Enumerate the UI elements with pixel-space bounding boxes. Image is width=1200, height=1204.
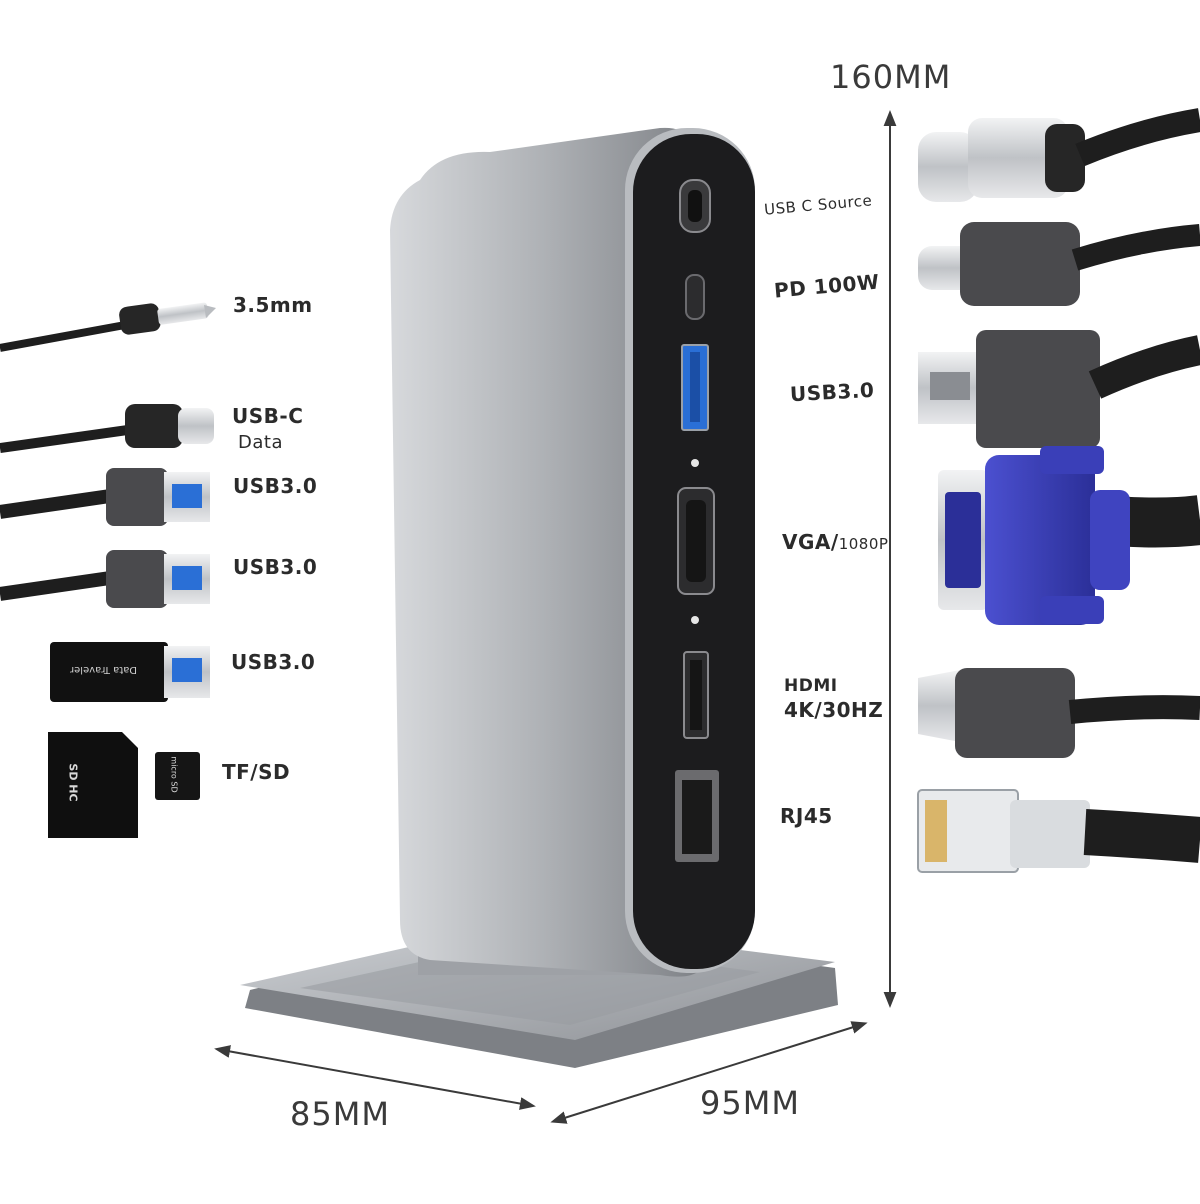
usbc-source-plug bbox=[918, 108, 1200, 202]
indicator-dot bbox=[691, 459, 699, 467]
label-left-usb3-2: USB3.0 bbox=[233, 555, 318, 579]
label-vga-resolution: 1080P bbox=[838, 535, 889, 553]
label-audio-jack: 3.5mm bbox=[233, 293, 313, 317]
label-right-usb3: USB3.0 bbox=[789, 377, 875, 407]
usbc-data-plug bbox=[0, 404, 214, 453]
usb3-a-plug bbox=[918, 330, 1200, 448]
pd-usbc-plug bbox=[918, 222, 1200, 306]
usb3-plug-2 bbox=[0, 550, 210, 608]
height-dimension-label: 160MM bbox=[830, 58, 952, 96]
depth-arrow bbox=[550, 1021, 868, 1124]
label-usbc-data-line2: Data bbox=[238, 432, 283, 453]
micro-sd-card bbox=[155, 752, 200, 800]
depth-dimension-label: 95MM bbox=[700, 1084, 800, 1122]
pd-port bbox=[685, 274, 705, 320]
vga-plug bbox=[938, 446, 1200, 625]
label-left-usb3-3: USB3.0 bbox=[231, 650, 316, 674]
left-cables bbox=[0, 302, 216, 838]
label-usbc-data-line1: USB-C bbox=[232, 404, 304, 428]
label-card-reader: TF/SD bbox=[222, 760, 291, 784]
rj45-plug bbox=[917, 789, 1200, 873]
label-hdmi-line1: HDMI bbox=[784, 676, 838, 696]
audio-jack-plug bbox=[0, 302, 216, 352]
label-hdmi-line2: 4K/30HZ bbox=[784, 698, 884, 722]
width-dimension-label: 85MM bbox=[290, 1095, 390, 1133]
hub-ports bbox=[675, 179, 719, 862]
micro-sd-label: micro SD bbox=[169, 756, 179, 793]
sd-card bbox=[48, 732, 138, 838]
label-vga-main: VGA/ bbox=[782, 530, 839, 554]
hdmi-plug bbox=[918, 668, 1200, 758]
usb-drive-label: Data Traveler bbox=[70, 664, 138, 675]
label-left-usb3-1: USB3.0 bbox=[233, 474, 318, 498]
usb3-plug-1 bbox=[0, 468, 210, 526]
label-vga: VGA/1080P bbox=[782, 530, 888, 554]
sd-card-label: SD HC bbox=[66, 763, 80, 802]
label-rj45: RJ45 bbox=[780, 804, 833, 828]
right-cables bbox=[917, 108, 1200, 873]
usb-flash-drive bbox=[50, 642, 210, 702]
width-arrow bbox=[214, 1045, 536, 1110]
